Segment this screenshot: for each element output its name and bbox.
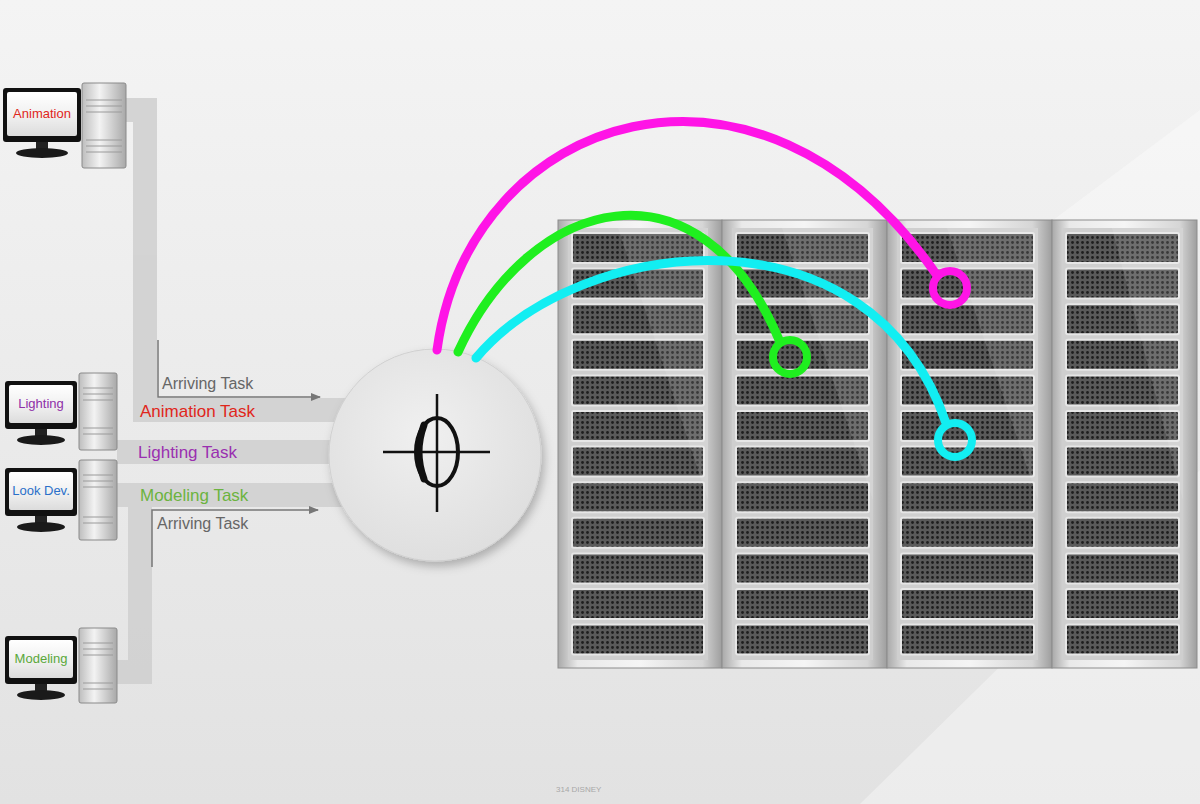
monitor-stand	[16, 148, 68, 158]
tower	[79, 628, 117, 703]
rack-panel	[897, 228, 1038, 660]
rack-panel	[1062, 228, 1183, 660]
tower	[82, 83, 126, 168]
rack-body	[887, 220, 1052, 668]
monitor-bezel	[3, 88, 81, 142]
task-label: Lighting Task	[138, 444, 237, 463]
rack-slot	[901, 625, 1034, 655]
monitor-bezel	[5, 636, 77, 684]
workstation	[5, 460, 117, 540]
rack-slot	[1066, 553, 1179, 583]
dispatch-target	[773, 340, 807, 374]
monitor-bezel	[5, 468, 77, 516]
tower-vents	[83, 475, 113, 523]
server-rack	[1052, 220, 1197, 668]
rack-slot	[901, 482, 1034, 512]
rack-slot	[572, 482, 704, 512]
background-facet	[1040, 110, 1200, 230]
monitor-screen: Animation	[7, 92, 77, 136]
workstations	[3, 83, 126, 703]
monitor-stand	[17, 522, 65, 532]
tower-vents	[86, 100, 122, 152]
monitor-screen: Lighting	[9, 385, 73, 423]
server-racks	[558, 220, 1197, 668]
symbol-ring	[416, 418, 458, 486]
background-facet	[860, 470, 1200, 804]
lighting-band	[117, 440, 350, 464]
rack-slot	[736, 589, 869, 619]
tower	[79, 460, 117, 540]
dispatch-target	[933, 271, 967, 305]
rack-slot	[1066, 482, 1179, 512]
rack-slot	[901, 589, 1034, 619]
dispatch-arc	[476, 261, 946, 423]
monitor-bezel	[5, 381, 77, 429]
screen-label: Modeling	[15, 652, 68, 666]
watermark: 314 DISNEY	[556, 786, 601, 795]
symbol-crosshair	[436, 394, 439, 512]
rack-gloss	[1112, 228, 1183, 500]
rack-slot	[1066, 518, 1179, 548]
monitor-neck	[35, 429, 47, 436]
rack-slot	[736, 447, 869, 477]
rack-slot	[901, 518, 1034, 548]
arriving-arrow	[152, 510, 318, 567]
lookdev-band	[117, 483, 350, 507]
rack-slot	[572, 625, 704, 655]
rack-slot	[572, 447, 704, 477]
rack-slot	[572, 518, 704, 548]
rack-slot	[901, 553, 1034, 583]
monitor-screen: Look Dev.	[9, 472, 73, 510]
dispatch-arc	[437, 122, 936, 350]
rack-panel	[568, 228, 708, 660]
monitor-screen: Modeling	[9, 640, 73, 678]
monitor-neck	[35, 684, 47, 691]
symbol-ring	[419, 425, 424, 479]
dispatch-target	[938, 423, 972, 457]
tower-vents	[83, 388, 113, 434]
screen-label: Look Dev.	[12, 484, 70, 498]
tower-vents	[83, 643, 113, 689]
rack-slot	[1066, 447, 1179, 477]
server-rack	[887, 220, 1052, 668]
arriving-arrow	[158, 340, 320, 397]
screen-label: Animation	[13, 107, 71, 121]
task-label: Arriving Task	[157, 515, 248, 533]
tower	[79, 373, 117, 450]
rack-slot	[1066, 625, 1179, 655]
rack-slot	[1066, 589, 1179, 619]
task-label: Animation Task	[140, 403, 255, 422]
workstation	[3, 83, 126, 168]
rack-slot	[736, 625, 869, 655]
task-label: Arriving Task	[162, 375, 253, 393]
rack-slot	[572, 553, 704, 583]
task-label: Modeling Task	[140, 487, 248, 506]
screen-label: Lighting	[18, 397, 64, 411]
workstation	[5, 373, 117, 450]
animation-band	[126, 110, 350, 410]
monitor-stand	[17, 435, 65, 445]
scheduler-hub	[329, 349, 541, 561]
rack-slot	[736, 518, 869, 548]
rack-slot	[736, 553, 869, 583]
dispatch-arcs	[437, 122, 972, 457]
monitor-stand	[17, 690, 65, 700]
workstation	[5, 628, 117, 703]
rack-slot	[736, 482, 869, 512]
rack-slot	[572, 589, 704, 619]
rack-body	[1052, 220, 1197, 668]
monitor-neck	[35, 516, 47, 523]
scheduler-symbol	[383, 394, 490, 512]
modeling-band	[117, 495, 140, 672]
task-bands	[117, 110, 350, 672]
